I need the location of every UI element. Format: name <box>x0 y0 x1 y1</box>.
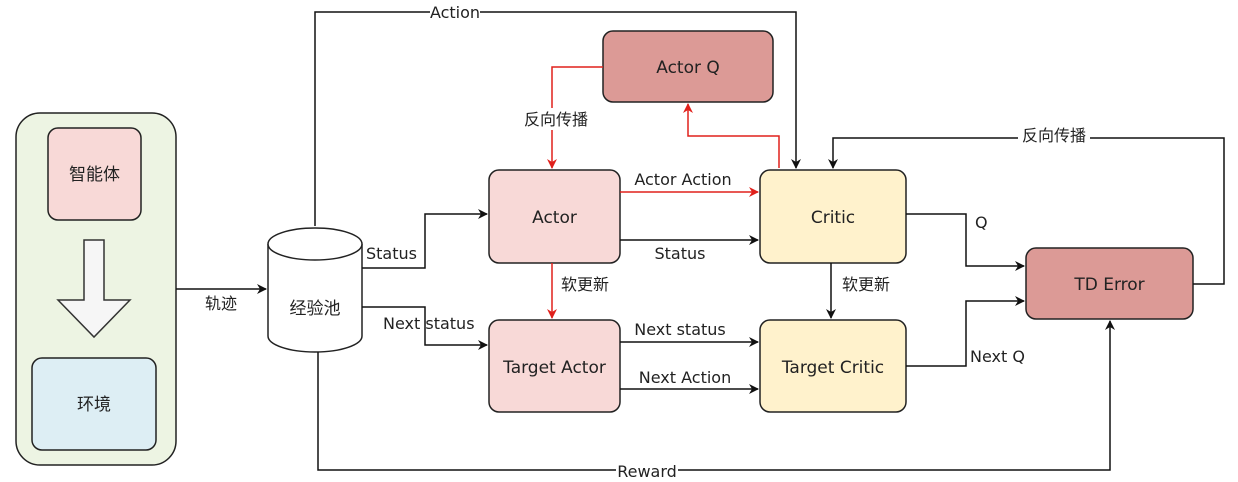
actor-q-label: Actor Q <box>656 58 720 78</box>
experience-buffer-node <box>267 227 363 353</box>
agent-node <box>47 127 142 221</box>
soft-update-critic-label: 软更新 <box>842 275 890 294</box>
soft-update-actor-label: 软更新 <box>561 275 609 294</box>
environment-node <box>31 357 157 451</box>
target-actor-node <box>488 319 621 413</box>
reward-arrow <box>317 320 1115 471</box>
next-status-to-target-critic-label: Next status <box>634 320 726 339</box>
next-q-label: Next Q <box>970 347 1025 366</box>
actor-label: Actor <box>532 208 577 228</box>
q-label: Q <box>975 213 988 232</box>
actor-node <box>488 169 621 264</box>
backprop-critic-arrow <box>828 137 1225 285</box>
agent-label: 智能体 <box>69 165 120 185</box>
q-arrow <box>906 213 1025 271</box>
actor-action-label: Actor Action <box>634 170 731 189</box>
target-critic-label: Target Critic <box>781 358 884 378</box>
critic-label: Critic <box>811 208 855 228</box>
td-error-label: TD Error <box>1073 275 1144 295</box>
reward-label: Reward <box>617 462 677 481</box>
backprop-critic-label: 反向传播 <box>1022 126 1086 145</box>
backprop-actor-arrow <box>547 66 603 169</box>
next-status-to-target-actor-arrow <box>362 306 488 350</box>
next-action-label: Next Action <box>639 368 731 387</box>
experience-buffer-label: 经验池 <box>290 299 341 319</box>
critic-to-actor-q-arrow <box>683 103 780 168</box>
target-actor-label: Target Actor <box>502 358 606 378</box>
critic-node <box>759 169 907 264</box>
environment-label: 环境 <box>77 395 111 415</box>
status-to-actor-arrow <box>362 209 488 269</box>
action-arrow <box>314 11 801 226</box>
status-to-critic-label: Status <box>655 244 706 263</box>
next-status-to-target-actor-label: Next status <box>383 314 475 333</box>
action-label: Action <box>430 3 480 22</box>
next-q-arrow <box>906 296 1025 367</box>
trajectory-label: 轨迹 <box>205 294 237 313</box>
backprop-actor-label: 反向传播 <box>524 110 588 129</box>
status-to-actor-label: Status <box>366 244 417 263</box>
big-down-arrow-icon <box>56 239 132 339</box>
